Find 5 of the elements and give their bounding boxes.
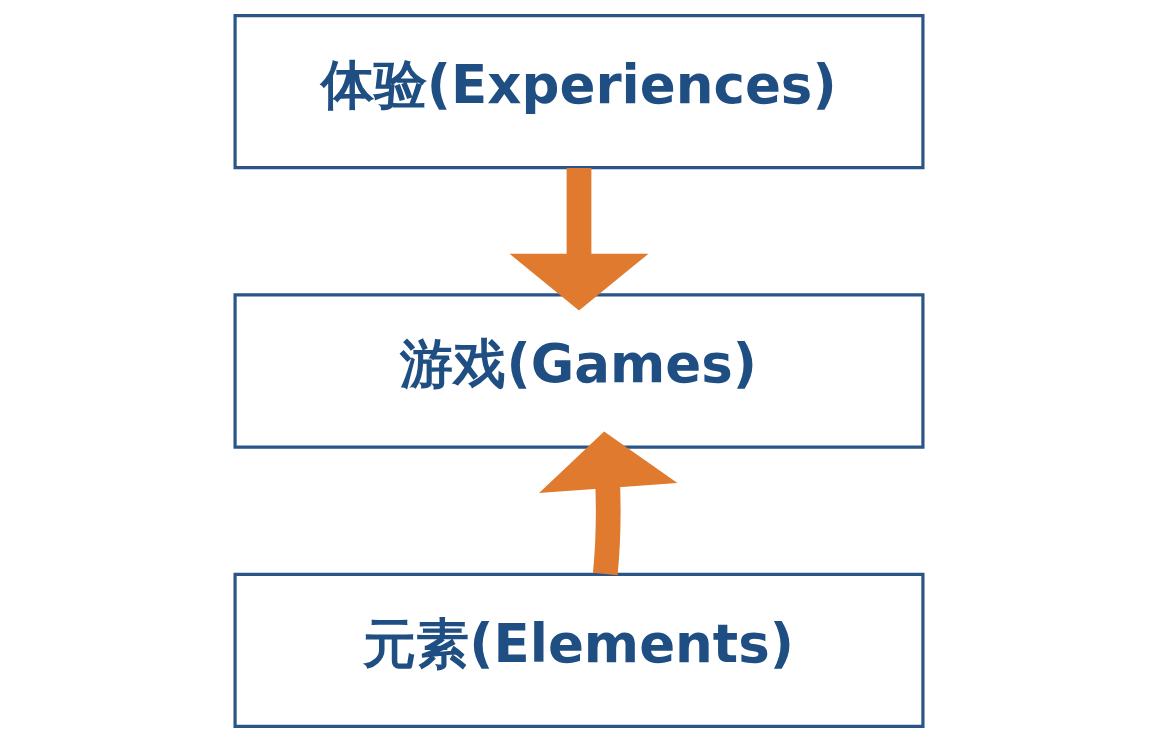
arrow [539,431,678,576]
node-box: 体验(Experiences) [233,14,925,170]
node-box: 游戏(Games) [233,293,925,449]
arrow [509,168,649,311]
node-box: 元素(Elements) [233,572,925,728]
